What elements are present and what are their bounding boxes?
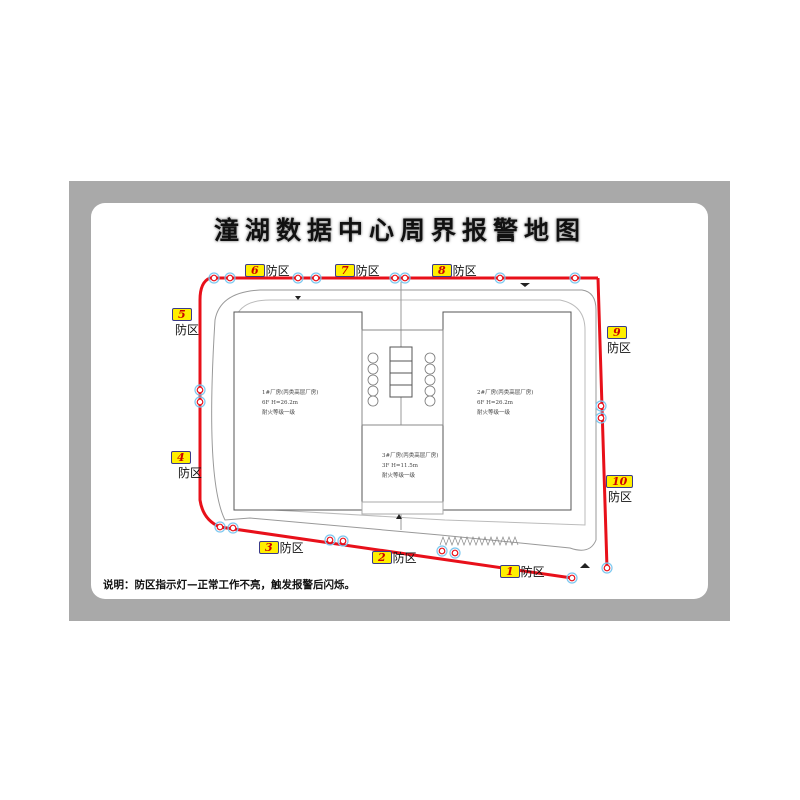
zone-indicator-ring — [310, 272, 322, 284]
courtyard — [361, 329, 444, 426]
zone-indicator-ring — [449, 547, 461, 559]
zone-indicator-ring — [214, 521, 226, 533]
inner-road — [234, 299, 586, 526]
zone-indicator-ring — [324, 534, 336, 546]
parking-spaces — [439, 536, 519, 546]
zone-indicator-light[interactable] — [312, 274, 320, 282]
zone-indicator-light[interactable] — [571, 274, 579, 282]
zone-indicator-ring — [595, 400, 607, 412]
zone-indicator-light[interactable] — [401, 274, 409, 282]
zone-indicator-light[interactable] — [196, 386, 204, 394]
zone-indicator-light[interactable] — [391, 274, 399, 282]
building-1 — [233, 311, 363, 511]
zone-indicator-ring — [601, 562, 613, 574]
zone-indicator-light[interactable] — [229, 524, 237, 532]
zone-indicator-ring — [337, 535, 349, 547]
zone-indicator-ring — [227, 522, 239, 534]
zone-indicator-light[interactable] — [597, 402, 605, 410]
zone-indicator-ring — [595, 412, 607, 424]
zone-indicator-ring — [292, 272, 304, 284]
zone-indicator-light[interactable] — [568, 574, 576, 582]
zone-indicator-light[interactable] — [451, 549, 459, 557]
zone-indicator-light[interactable] — [339, 537, 347, 545]
arrow-up-icon — [396, 514, 402, 519]
zone-indicator-ring — [494, 272, 506, 284]
zone-indicator-light[interactable] — [196, 398, 204, 406]
zone-indicator-light[interactable] — [438, 547, 446, 555]
zone-indicator-light[interactable] — [226, 274, 234, 282]
zone-indicator-ring — [569, 272, 581, 284]
zone-indicator-light[interactable] — [294, 274, 302, 282]
zone-indicator-ring — [566, 572, 578, 584]
arrow-up-icon — [580, 563, 590, 568]
zone-indicator-light[interactable] — [603, 564, 611, 572]
zone-indicator-light[interactable] — [496, 274, 504, 282]
equipment-box — [389, 346, 413, 362]
zone-indicator-light[interactable] — [326, 536, 334, 544]
site-road-outline — [211, 289, 597, 551]
zone-indicator-ring — [224, 272, 236, 284]
zone-indicator-ring — [399, 272, 411, 284]
building-2 — [442, 311, 572, 511]
arrow-down-icon — [295, 296, 301, 300]
zone-indicator-light[interactable] — [210, 274, 218, 282]
zone-indicator-ring — [194, 396, 206, 408]
zone-indicator-ring — [194, 384, 206, 396]
entrance-arrows — [295, 283, 590, 568]
zone-indicator-light[interactable] — [597, 414, 605, 422]
legend-note: 说明：防区指示灯—正常工作不亮，触发报警后闪烁。 — [103, 579, 355, 591]
map-title: 潼湖数据中心周界报警地图 — [213, 216, 586, 245]
zone-indicator-ring — [208, 272, 220, 284]
zone-indicator-light[interactable] — [216, 523, 224, 531]
arrow-down-icon — [520, 283, 530, 287]
zone-indicator-ring — [436, 545, 448, 557]
